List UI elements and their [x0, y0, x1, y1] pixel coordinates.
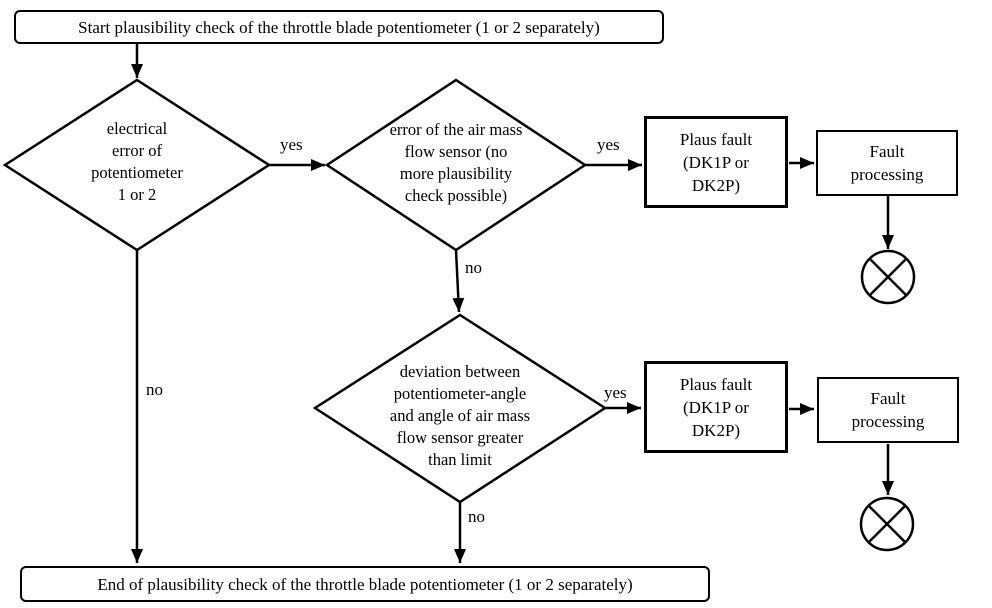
- edge-label-no-3: no: [468, 507, 485, 526]
- fault-processing-box-2: Fault processing: [817, 377, 959, 443]
- terminator-circle-2: [859, 496, 915, 552]
- decision-label-air-mass-error: error of the air mass flow sensor (no mo…: [389, 120, 523, 205]
- edge-label-yes-2: yes: [597, 135, 620, 154]
- plaus-fault-box-1: Plaus fault (DK1P or DK2P): [644, 116, 788, 208]
- fault-processing-box-1: Fault processing: [816, 130, 958, 196]
- edge-label-yes-3: yes: [604, 383, 627, 402]
- start-node: Start plausibility check of the throttle…: [14, 10, 664, 44]
- terminator-circle-1: [860, 249, 916, 305]
- decision-label-electrical-error: electrical error of potentiometer 1 or 2: [91, 119, 183, 204]
- connector-decision2-no-to-decision3: [452, 249, 465, 313]
- plaus-fault-box-2: Plaus fault (DK1P or DK2P): [644, 361, 788, 453]
- edge-label-no-1: no: [146, 380, 163, 399]
- edge-label-no-2: no: [465, 258, 482, 277]
- end-node: End of plausibility check of the throttl…: [20, 566, 710, 602]
- edge-label-yes-1: yes: [280, 135, 303, 154]
- decision-label-angle-deviation: deviation between potentiometer-angle an…: [389, 362, 531, 469]
